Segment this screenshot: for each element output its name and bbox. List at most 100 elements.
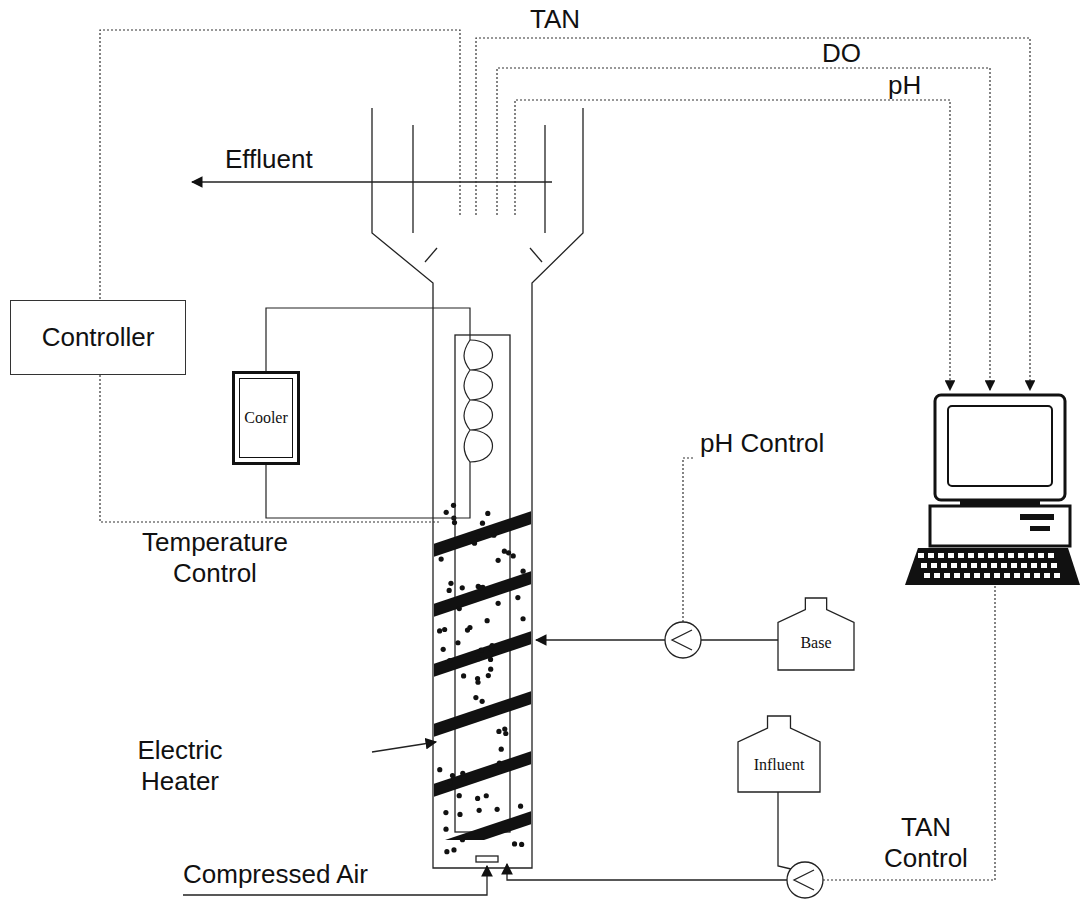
media-bead (441, 647, 446, 652)
keyboard-key (948, 553, 954, 558)
media-bead (447, 780, 452, 785)
keyboard-key (958, 553, 964, 558)
media-bead (480, 699, 485, 704)
keyboard-key (988, 553, 994, 558)
media-bead (476, 656, 481, 661)
reactor-vessel (425, 248, 437, 262)
node-label: Base (800, 634, 831, 652)
keyboard-key (978, 553, 984, 558)
keyboard-key (971, 563, 977, 568)
keyboard-key (1048, 553, 1054, 558)
media-bead (476, 534, 481, 539)
cooling-coil (470, 340, 493, 462)
flow-lines (778, 792, 791, 869)
keyboard-key (1004, 573, 1010, 578)
keyboard-key (964, 573, 970, 578)
node-label: Cooler (244, 409, 288, 427)
keyboard-key (1001, 563, 1007, 568)
media-bead (460, 771, 465, 776)
media-bead (512, 841, 517, 846)
media-bead (442, 627, 447, 632)
influent-bottle: Influent (738, 716, 820, 792)
keyboard-key (924, 573, 930, 578)
media-bead (496, 729, 501, 734)
media-bead (502, 727, 507, 732)
computer-icon (935, 395, 1065, 500)
keyboard-key (1021, 563, 1027, 568)
media-bead (520, 616, 525, 621)
part-label: Electric Heater (120, 735, 240, 797)
heater-band (434, 690, 531, 738)
media-bead (488, 667, 493, 672)
media-bead (518, 804, 523, 809)
signal-lines (100, 30, 460, 300)
media-bead (499, 747, 504, 752)
media-bead (515, 595, 520, 600)
media-bead (506, 550, 511, 555)
media-bead (439, 556, 444, 561)
reactor-vessel (372, 108, 583, 868)
media-bead (448, 581, 453, 586)
media-bead (451, 847, 456, 852)
keyboard-key (928, 553, 934, 558)
heater-band (434, 750, 531, 798)
controller-box: Controller (10, 300, 186, 375)
heater-band (434, 630, 531, 678)
keyboard-key (1038, 553, 1044, 558)
keyboard-key (941, 563, 947, 568)
keyboard-key (931, 563, 937, 568)
media-bead (478, 585, 483, 590)
computer-icon (1030, 526, 1050, 531)
media-bead (489, 643, 494, 648)
flow-lines (672, 630, 692, 650)
media-bead (443, 827, 448, 832)
part-label: pH Control (700, 430, 824, 456)
media-bead (485, 511, 490, 516)
keyboard-key (1018, 553, 1024, 558)
flow-lines (507, 864, 787, 880)
part-label: TAN Control (878, 812, 974, 874)
keyboard-key (1041, 563, 1047, 568)
keyboard-key (1008, 553, 1014, 558)
keyboard-key (1011, 563, 1017, 568)
keyboard-key (921, 563, 927, 568)
keyboard-key (968, 553, 974, 558)
part-label: Compressed Air (183, 861, 368, 887)
media-bead (457, 793, 462, 798)
cooling-coil (464, 340, 470, 462)
media-bead (475, 676, 480, 681)
keyboard-key (944, 573, 950, 578)
keyboard-key (1034, 573, 1040, 578)
media-bead (473, 695, 478, 700)
signal-lines (683, 458, 694, 622)
computer-icon (918, 553, 1060, 578)
keyboard-key (1014, 573, 1020, 578)
node-label: Controller (42, 322, 155, 353)
part-label: Effluent (225, 146, 313, 172)
bottle-outline (738, 716, 820, 792)
signal-lines (476, 38, 1030, 390)
media-bead (497, 760, 502, 765)
flow-lines (372, 742, 436, 752)
heater-band (434, 570, 531, 618)
media-bead (461, 776, 466, 781)
media-bead (496, 558, 501, 563)
media-bead (486, 673, 491, 678)
media-bead (519, 842, 524, 847)
media-bead (495, 807, 500, 812)
flow-lines (701, 639, 778, 640)
keyboard-key (998, 553, 1004, 558)
keyboard-key (951, 563, 957, 568)
keyboard-key (1031, 563, 1037, 568)
media-bead (450, 773, 455, 778)
part-label: DO (822, 40, 861, 66)
media-bead (451, 503, 456, 508)
computer-icon (948, 406, 1052, 486)
media-bead (496, 601, 501, 606)
node-label: Influent (754, 756, 805, 774)
media-bead (485, 618, 490, 623)
keyboard-key (991, 563, 997, 568)
keyboard-key (1044, 573, 1050, 578)
media-bead (488, 657, 493, 662)
